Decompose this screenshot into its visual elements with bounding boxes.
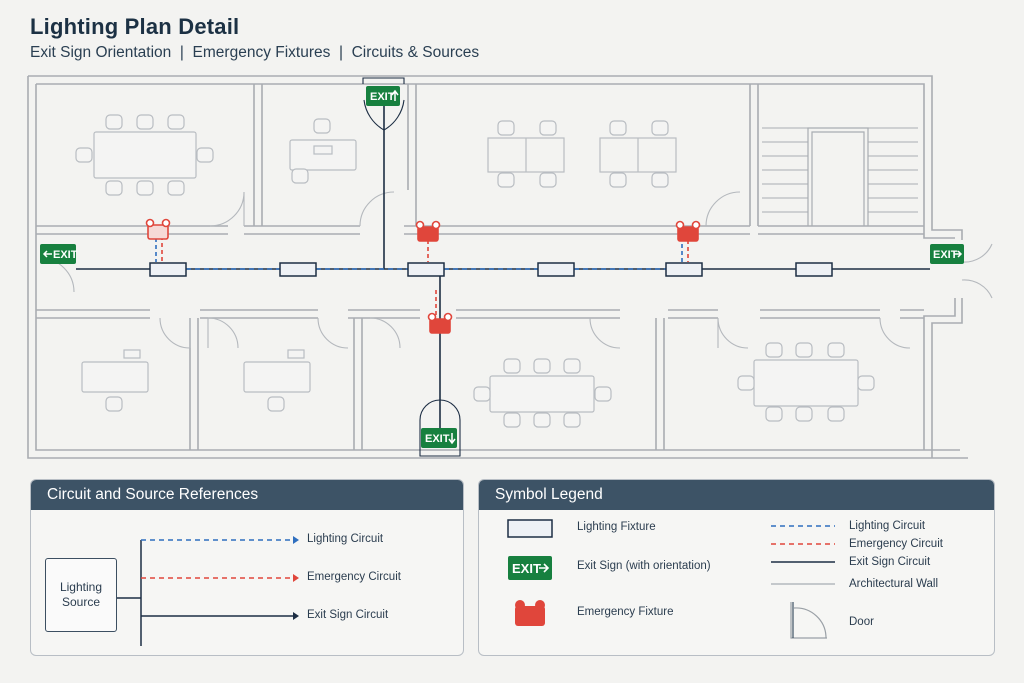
legend-emergency-fixture-symbol xyxy=(515,600,545,626)
circuit-reference-panel: Circuit and Source References Lighting S… xyxy=(30,479,464,656)
exit-sign-left: EXIT xyxy=(40,244,78,264)
exit-sign-right: EXIT xyxy=(930,244,964,264)
lighting-fixture xyxy=(795,262,833,277)
legend-lighting-fixture-label: Lighting Fixture xyxy=(577,521,656,533)
exit-sign-text: EXIT xyxy=(933,249,958,261)
exit-sign-text: EXIT xyxy=(53,249,78,261)
plan-circuits xyxy=(76,106,930,428)
legend-exit-sign-text: EXIT xyxy=(512,561,541,576)
circuit-panel-title: Circuit and Source References xyxy=(31,480,463,510)
legend-emergency-circuit-label: Emergency Circuit xyxy=(849,538,943,550)
emergency-fixture xyxy=(145,218,171,240)
lighting-fixture xyxy=(407,262,445,277)
legend-exit-sign-symbol: EXIT xyxy=(508,556,552,580)
lighting-source-label: Lighting Source xyxy=(59,580,103,609)
legend-architectural-wall-label: Architectural Wall xyxy=(849,578,939,590)
furniture xyxy=(75,114,875,428)
lighting-fixture xyxy=(279,262,317,277)
legend-symbols: EXIT xyxy=(507,519,835,639)
symbol-legend-panel: Symbol Legend EXIT Lightin xyxy=(478,479,995,656)
exit-sign-text: EXIT xyxy=(425,433,450,445)
emergency-fixtures xyxy=(145,218,701,334)
lighting-fixture xyxy=(665,262,703,277)
legend-door-label: Door xyxy=(849,616,874,628)
lighting-source-box: Lighting Source xyxy=(45,558,117,632)
lighting-fixtures xyxy=(149,262,833,277)
exit-signs: EXIT EXIT EXIT EXIT xyxy=(40,86,964,448)
legend-lighting-circuit-label: Lighting Circuit xyxy=(849,520,926,532)
door-icon xyxy=(790,602,827,639)
legend-exit-sign-label: Exit Sign (with orientation) xyxy=(577,560,711,572)
lighting-fixture xyxy=(149,262,187,277)
lighting-circuit-label: Lighting Circuit xyxy=(307,533,384,545)
emergency-fixture xyxy=(427,312,453,334)
lighting-fixture xyxy=(537,262,575,277)
door-arc xyxy=(209,191,245,227)
page-subtitle: Exit Sign Orientation | Emergency Fixtur… xyxy=(30,44,480,61)
legend-panel-title: Symbol Legend xyxy=(479,480,994,510)
exit-sign-text: EXIT xyxy=(370,91,395,103)
page-title: Lighting Plan Detail xyxy=(30,14,240,39)
legend-emergency-fixture-label: Emergency Fixture xyxy=(577,606,674,618)
emergency-circuit-label: Emergency Circuit xyxy=(307,571,401,583)
emergency-fixture xyxy=(415,220,441,242)
emergency-fixture xyxy=(675,220,701,242)
legend-lighting-fixture-symbol xyxy=(507,519,553,538)
exit-sign-circuit-label: Exit Sign Circuit xyxy=(307,609,389,621)
legend-exit-sign-circuit-label: Exit Sign Circuit xyxy=(849,556,931,568)
circuit-diagram xyxy=(117,536,299,646)
architectural-walls xyxy=(27,75,968,459)
floor-plan: EXIT EXIT EXIT EXIT xyxy=(27,75,993,459)
exit-sign-top: EXIT xyxy=(366,86,400,106)
exit-sign-bottom: EXIT xyxy=(421,428,457,448)
